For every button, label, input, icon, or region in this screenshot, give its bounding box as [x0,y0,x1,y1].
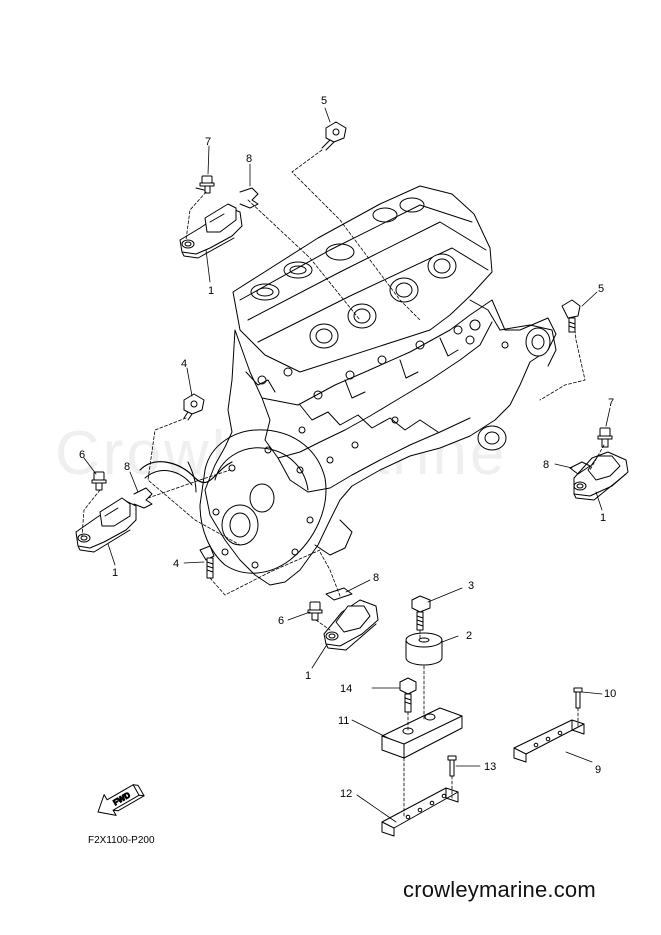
callout-labels: 5 7 8 1 5 4 7 6 8 8 1 1 4 8 3 6 2 1 10 1… [79,95,616,800]
bolt-6-left [91,471,107,491]
callout-10: 10 [604,688,616,700]
shim-8-right [569,461,591,475]
callout-7-right: 7 [608,397,614,409]
callout-8-center: 8 [373,572,379,584]
bolt-3 [411,595,431,631]
callout-9: 9 [595,764,601,776]
callout-13: 13 [484,761,496,773]
engine-mount-front-left-lower [75,497,137,553]
bolt-5-right [561,299,581,333]
leader-lines [83,107,611,823]
callout-6-left: 6 [79,449,85,461]
callout-1-center: 1 [305,670,311,682]
screw-10 [573,687,583,709]
bolt-4-lower [199,545,215,579]
callout-4-upper: 4 [181,358,187,370]
callout-4-lower: 4 [173,558,179,570]
bolt-4-upper [183,393,205,421]
bolt-7-right [597,427,613,448]
callout-14: 14 [340,683,352,695]
damper-2 [405,632,443,666]
clip-8-left [133,487,153,509]
callout-3: 3 [468,580,474,592]
engine-block [139,185,557,586]
callout-6-center: 6 [278,615,284,627]
drawing-code: F2X1100-P200 [88,835,155,846]
clip-8-upper [239,187,259,209]
bracket-9 [513,719,585,763]
forward-direction-arrow-icon: FWD [97,784,145,816]
bolt-14 [399,677,417,713]
callout-8-right: 8 [543,459,549,471]
bolt-7-upper [195,175,215,194]
callout-8-top: 8 [246,153,252,165]
site-url[interactable]: crowleymarine.com [403,877,596,902]
callout-8-left: 8 [124,461,130,473]
engine-mount-rear-right [573,451,629,501]
callout-1-right: 1 [600,512,606,524]
engine-mount-front-left-upper [179,203,243,259]
engine-mount-center [323,599,379,651]
mount-pad-11 [381,707,463,759]
bolt-6-center [307,601,323,621]
bolt-5-upper [321,121,347,151]
callout-2: 2 [466,630,472,642]
callout-7-top: 7 [205,136,211,148]
callout-1-top: 1 [208,285,214,297]
callout-12: 12 [340,788,352,800]
callout-1-left: 1 [112,567,118,579]
callout-5-top: 5 [321,95,327,107]
bracket-12 [381,787,459,837]
screw-13 [447,755,457,777]
callout-11: 11 [338,715,349,727]
assembly-lines [81,149,605,819]
callout-5-right: 5 [598,283,604,295]
